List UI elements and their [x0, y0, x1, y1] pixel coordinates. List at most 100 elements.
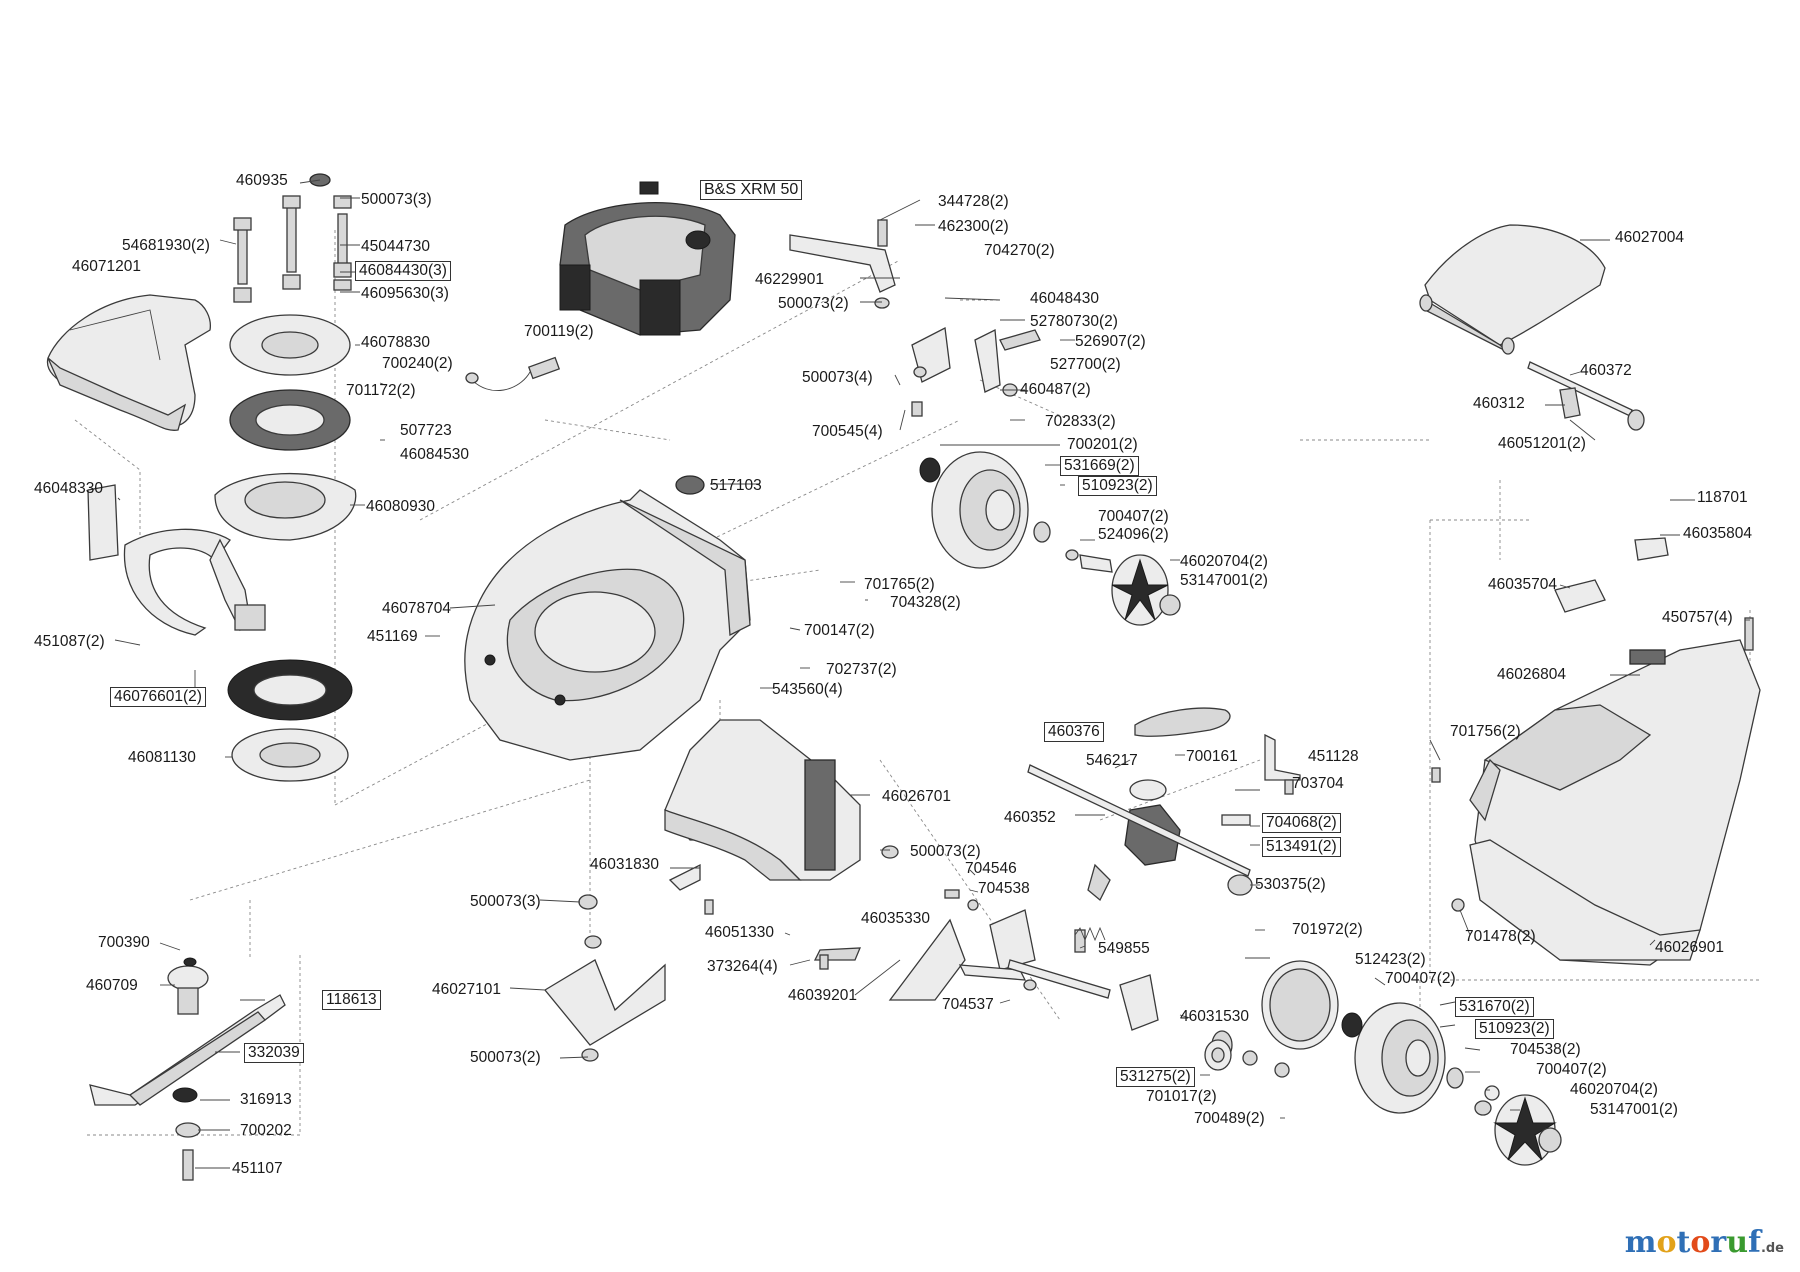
part-label-510923a: 510923(2)	[1078, 476, 1157, 496]
part-label-546217: 546217	[1086, 752, 1138, 769]
part-label-500073-4: 500073(4)	[802, 369, 873, 386]
part-label-700161: 700161	[1186, 748, 1238, 765]
part-label-450757: 450757(4)	[1662, 609, 1733, 626]
spark-plug-lead-part	[465, 356, 561, 392]
part-label-702833: 702833(2)	[1045, 413, 1116, 430]
part-label-530375: 530375(2)	[1255, 876, 1326, 893]
part-label-373264: 373264(4)	[707, 958, 778, 975]
housing-plate-part	[214, 472, 357, 541]
side-bracket-part	[87, 484, 119, 561]
part-label-52780730: 52780730(2)	[1030, 313, 1118, 330]
part-label-510923b: 510923(2)	[1475, 1019, 1554, 1039]
mounting-bolts	[233, 173, 352, 303]
mid-hardware-part	[578, 845, 1037, 1001]
cutter-blade-part	[89, 957, 286, 1181]
part-label-46048330: 46048330	[34, 480, 103, 497]
rear-chute-part	[664, 719, 861, 881]
spring-part	[1074, 926, 1106, 942]
part-label-53147001a: 53147001(2)	[1180, 572, 1268, 589]
drive-belt-part	[1134, 707, 1231, 737]
part-label-700390: 700390	[98, 934, 150, 951]
gearbox-part	[1027, 764, 1253, 953]
part-label-460487: 460487(2)	[1020, 381, 1091, 398]
part-label-46229901: 46229901	[755, 271, 824, 288]
part-label-531275: 531275(2)	[1116, 1067, 1195, 1087]
part-label-46026804: 46026804	[1497, 666, 1566, 683]
grass-catcher-part	[1431, 537, 1761, 966]
part-label-549855: 549855	[1098, 940, 1150, 957]
part-label-46031830: 46031830	[590, 856, 659, 873]
part-label-700201: 700201(2)	[1067, 436, 1138, 453]
part-label-526907: 526907(2)	[1075, 333, 1146, 350]
top-bracket-part	[789, 219, 896, 309]
part-label-46026701: 46026701	[882, 788, 951, 805]
lower-rings-part	[227, 659, 353, 782]
height-adjust-part	[911, 326, 1041, 417]
part-label-46026901: 46026901	[1655, 939, 1724, 956]
part-label-701172: 701172(2)	[346, 382, 416, 399]
part-label-332039: 332039	[244, 1043, 304, 1063]
part-label-704546: 704546	[965, 860, 1017, 877]
part-label-507723: 507723	[400, 422, 452, 439]
part-label-500073-3: 500073(3)	[361, 191, 432, 208]
part-label-46071201: 46071201	[72, 258, 141, 275]
part-label-500073-3b: 500073(3)	[470, 893, 541, 910]
part-label-46031530: 46031530	[1180, 1008, 1249, 1025]
part-label-700147: 700147(2)	[804, 622, 875, 639]
side-brackets-part	[1221, 733, 1301, 826]
fan-disc-part	[229, 389, 351, 451]
part-label-462300: 462300(2)	[938, 218, 1009, 235]
part-label-704068: 704068(2)	[1262, 813, 1341, 833]
part-label-46039201: 46039201	[788, 987, 857, 1004]
part-label-700407a: 700407(2)	[1098, 508, 1169, 525]
part-label-500073-2a: 500073(2)	[778, 295, 849, 312]
part-label-46084530: 46084530	[400, 446, 469, 463]
part-label-46051330: 46051330	[705, 924, 774, 941]
part-label-118613: 118613	[322, 990, 381, 1010]
part-label-460376: 460376	[1044, 722, 1104, 742]
part-label-702737: 702737(2)	[826, 661, 897, 678]
part-label-701765: 701765(2)	[864, 576, 935, 593]
part-label-531670: 531670(2)	[1455, 997, 1534, 1017]
part-label-513491: 513491(2)	[1262, 837, 1341, 857]
part-label-46048430: 46048430	[1030, 290, 1099, 307]
part-label-704538a: 704538	[978, 880, 1030, 897]
rear-wheel-part	[1341, 1002, 1500, 1116]
part-label-460372: 460372	[1580, 362, 1632, 379]
part-label-460935: 460935	[236, 172, 288, 189]
part-label-500073-2c: 500073(2)	[470, 1049, 541, 1066]
part-label-517103: 517103	[710, 477, 762, 494]
part-label-451107: 451107	[232, 1160, 283, 1177]
part-label-460352: 460352	[1004, 809, 1056, 826]
part-label-704537: 704537	[942, 996, 994, 1013]
part-label-46027101: 46027101	[432, 981, 501, 998]
part-label-460312: 460312	[1473, 395, 1525, 412]
part-label-46035804: 46035804	[1683, 525, 1752, 542]
part-label-701017: 701017(2)	[1146, 1088, 1217, 1105]
part-label-53147001b: 53147001(2)	[1590, 1101, 1678, 1118]
handle-frame-part	[123, 528, 266, 636]
part-label-700407c: 700407(2)	[1536, 1061, 1607, 1078]
part-label-118701: 118701	[1697, 489, 1748, 506]
part-label-46076601: 46076601(2)	[110, 687, 206, 707]
part-label-700240: 700240(2)	[382, 355, 453, 372]
part-label-524096: 524096(2)	[1098, 526, 1169, 543]
part-label-46084430: 46084430(3)	[355, 261, 451, 281]
part-label-700202: 700202	[240, 1122, 292, 1139]
part-label-54681930: 54681930(2)	[122, 237, 210, 254]
part-label-46080930: 46080930	[366, 498, 435, 515]
part-label-46078704: 46078704	[382, 600, 451, 617]
rear-wheel-disc-part	[1261, 960, 1339, 1050]
engine-cover-part	[46, 294, 211, 431]
part-label-700407b: 700407(2)	[1385, 970, 1456, 987]
part-label-46020704a: 46020704(2)	[1180, 553, 1268, 570]
part-label-46078830: 46078830	[361, 334, 430, 351]
engine-part	[559, 181, 736, 336]
front-wheel-part	[919, 451, 1051, 569]
part-label-46051201: 46051201(2)	[1498, 435, 1586, 452]
part-label-512423: 512423(2)	[1355, 951, 1426, 968]
drive-gear-part	[1204, 1039, 1232, 1071]
part-label-451128: 451128	[1308, 748, 1359, 765]
